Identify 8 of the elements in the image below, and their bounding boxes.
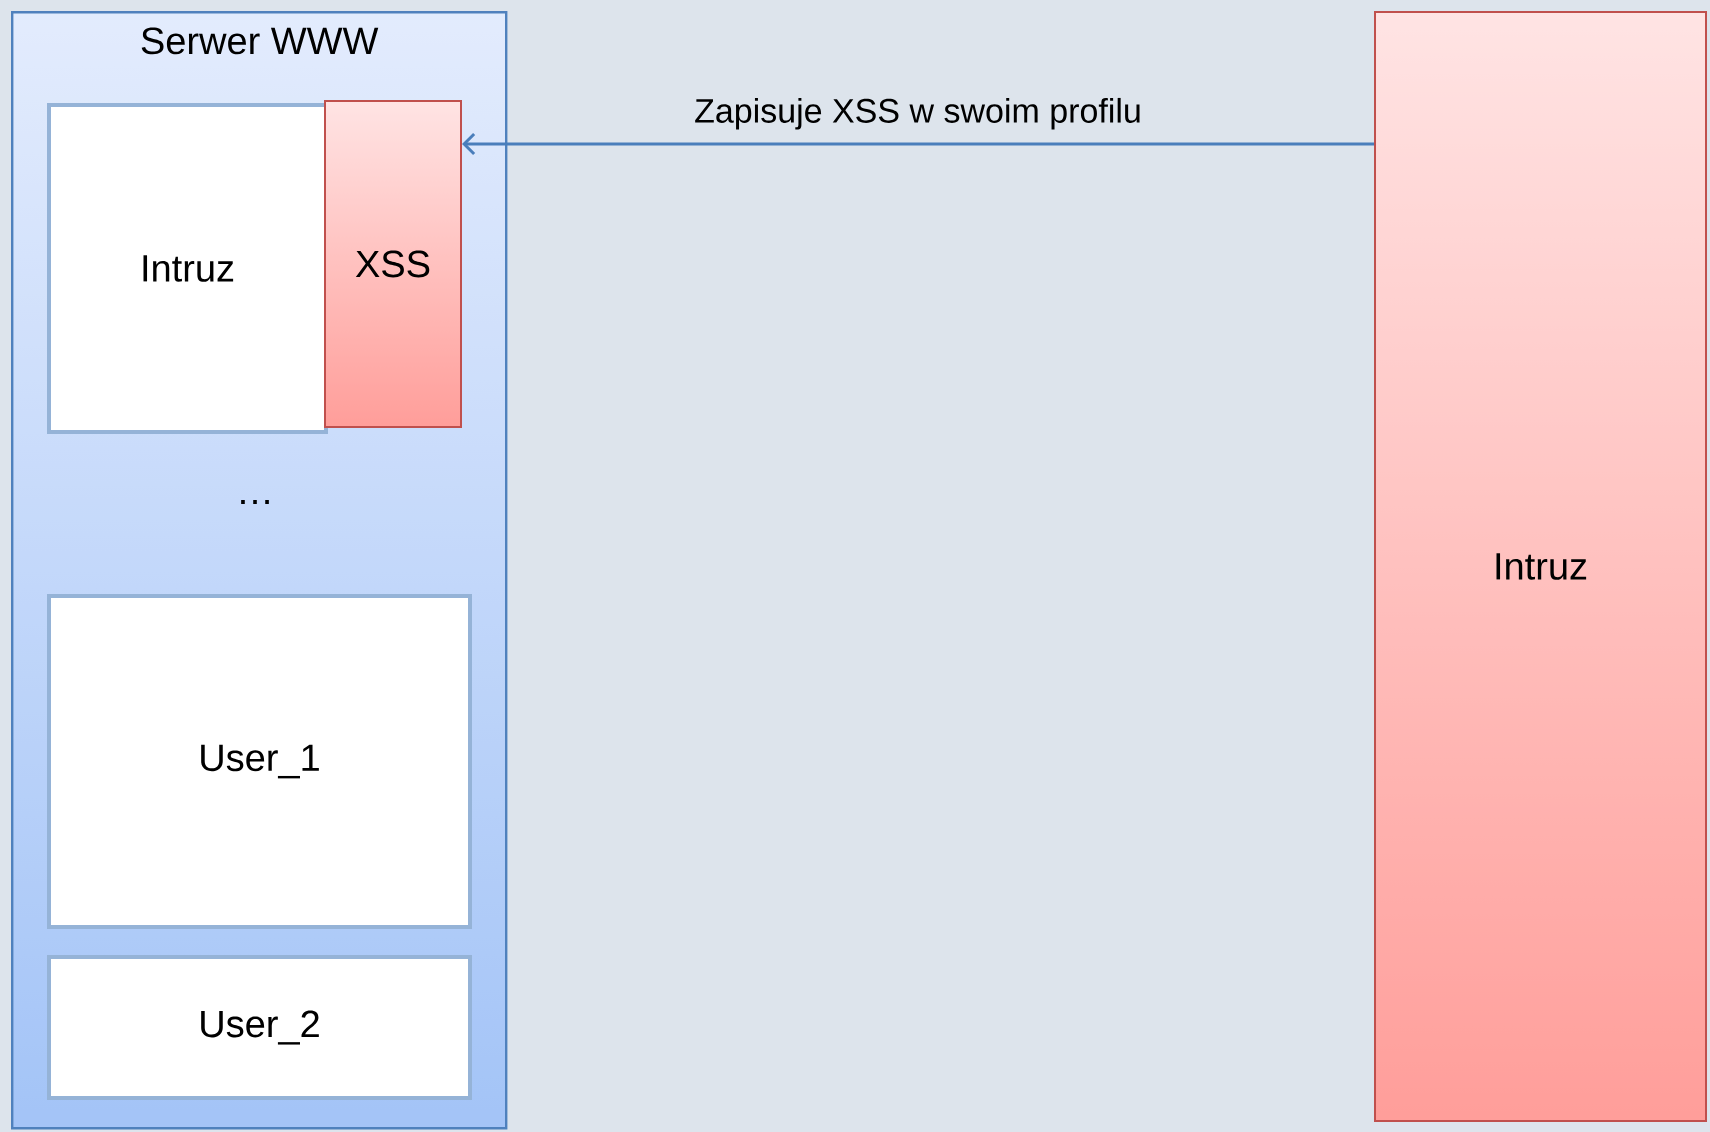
client-box: Intruz xyxy=(1374,11,1707,1122)
profile-box: User_1 xyxy=(47,594,472,929)
ellipsis-text: … xyxy=(241,500,269,505)
payload-box: XSS xyxy=(324,100,462,428)
profile-box: Intruz xyxy=(47,103,328,434)
edge-label: Zapisuje XSS w swoim profilu xyxy=(695,97,1140,130)
profile-box: User_2 xyxy=(47,955,472,1100)
arrow xyxy=(462,132,1374,156)
